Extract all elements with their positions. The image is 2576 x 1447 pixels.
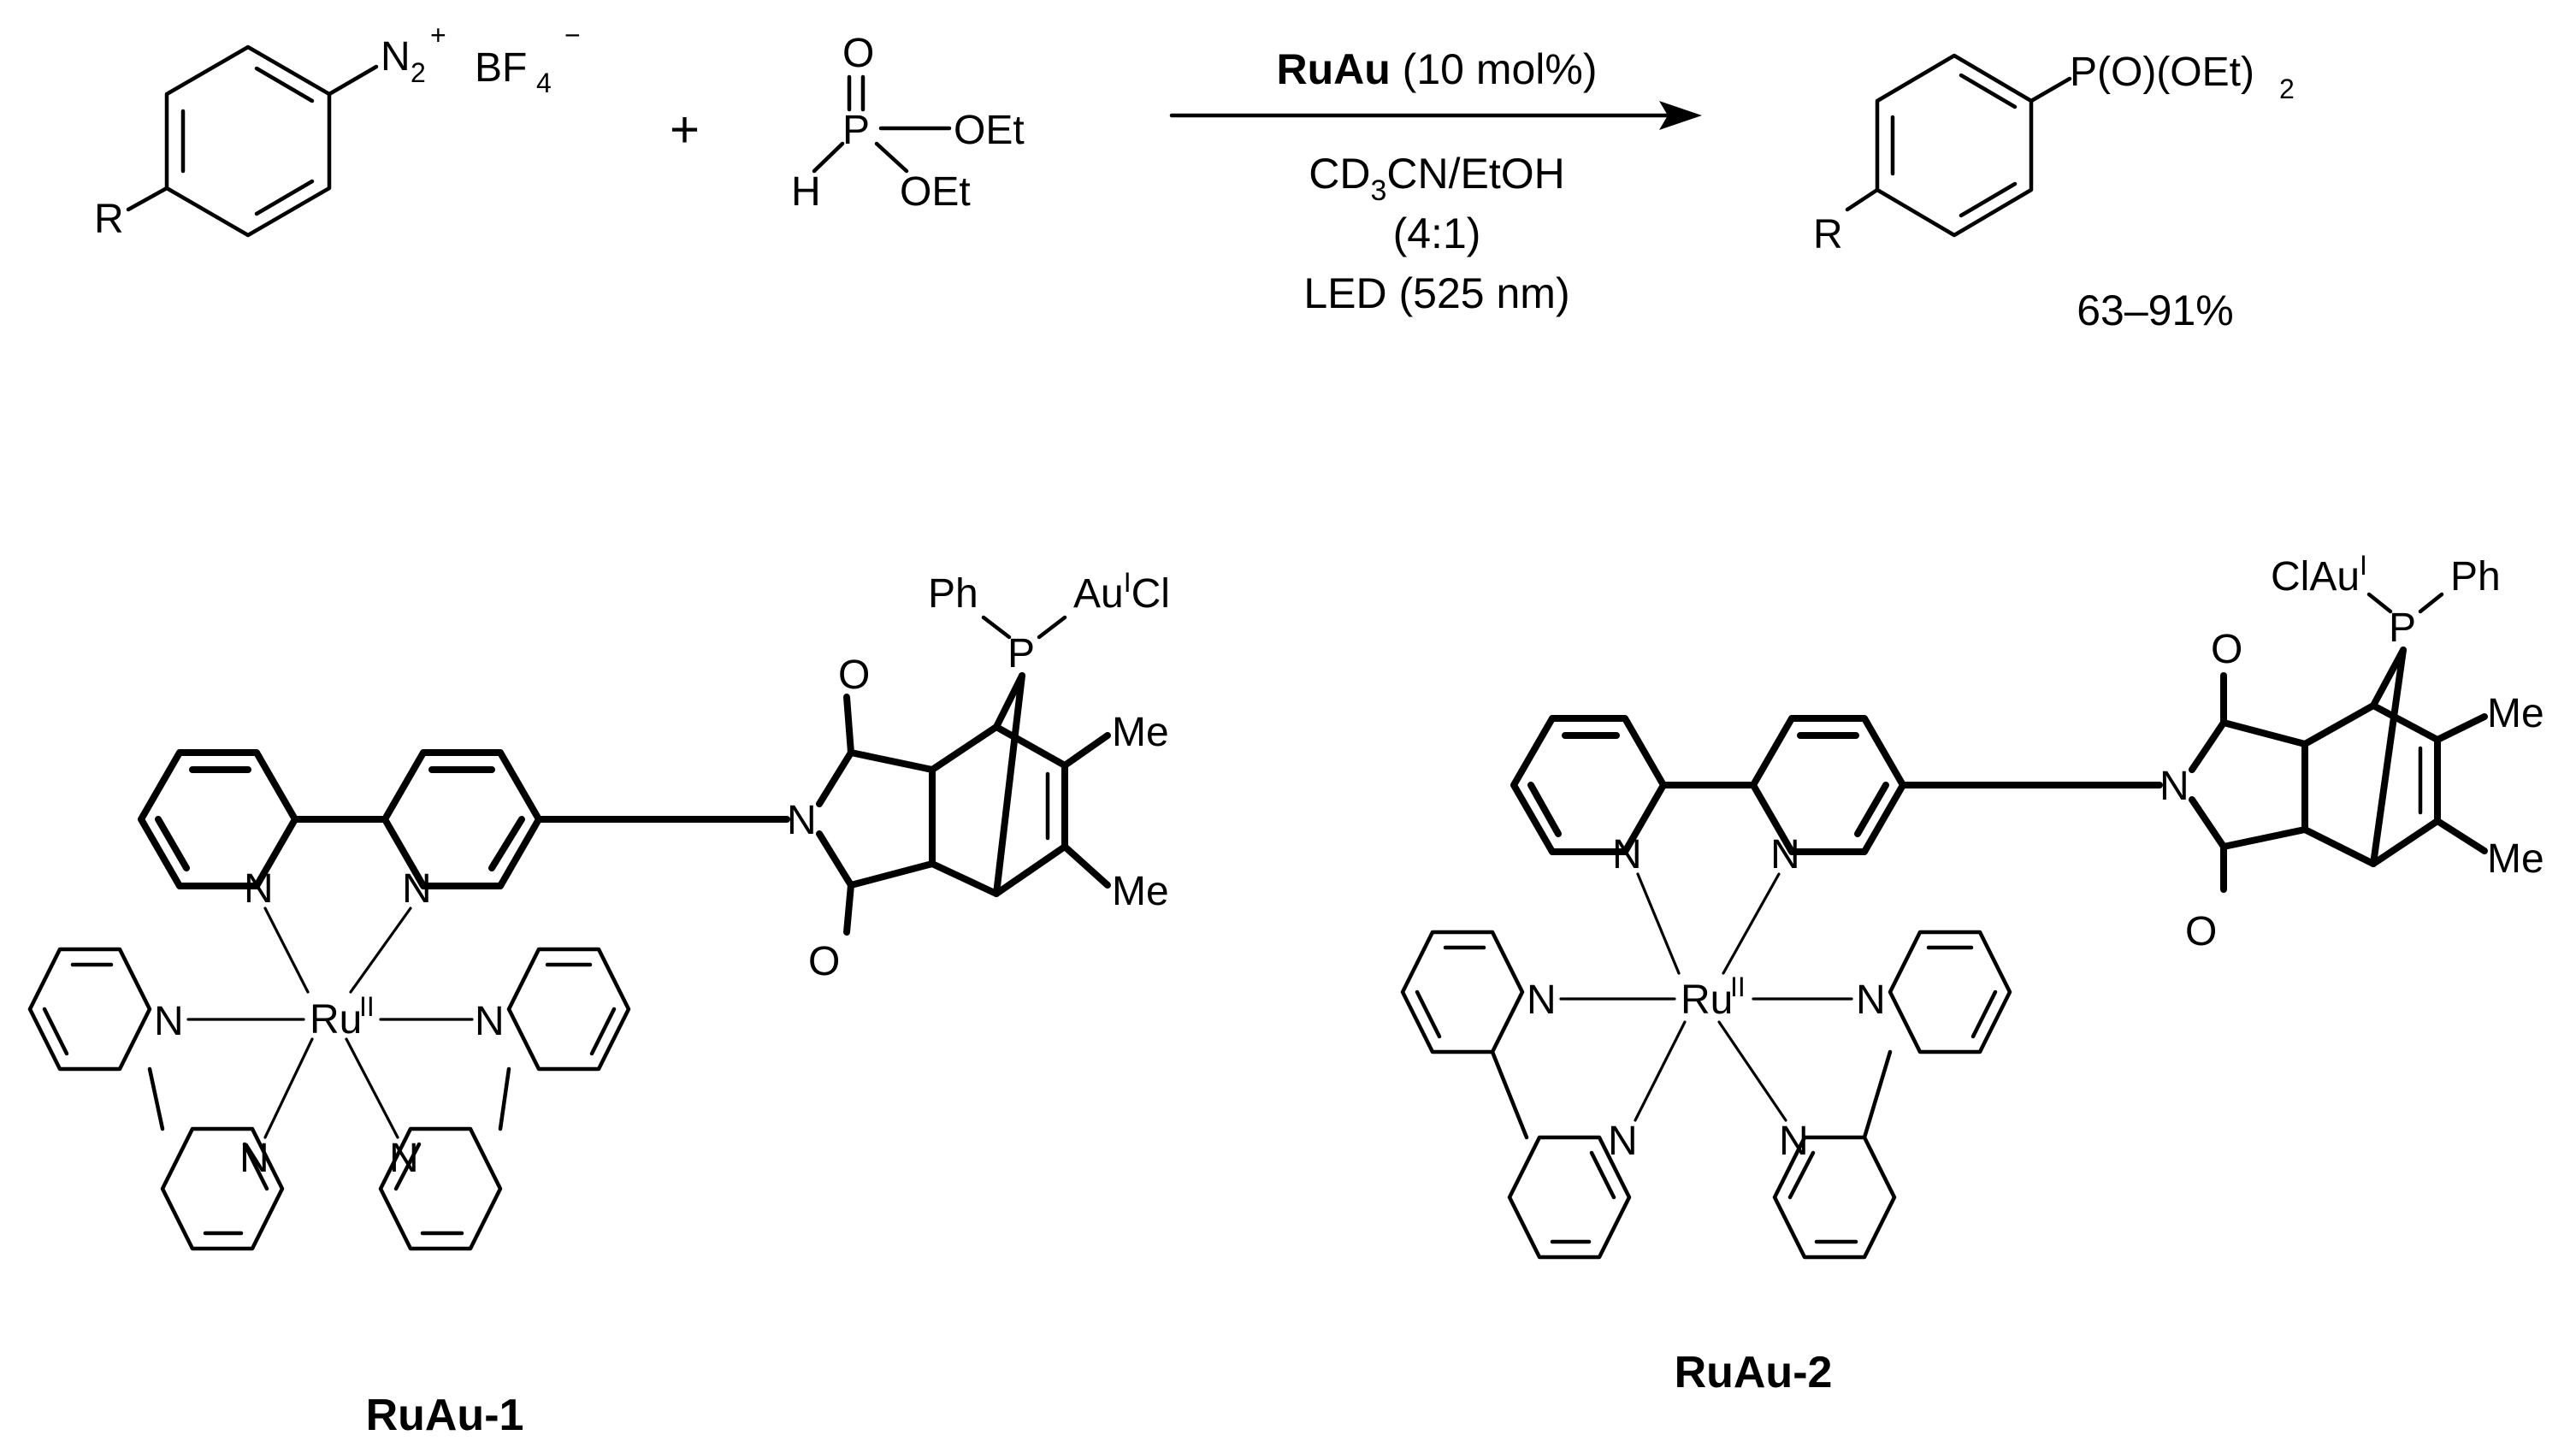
- bpy4-n-a: N: [1612, 832, 1642, 877]
- product-substituent-r: R: [1813, 212, 1843, 257]
- carbonyl-o-top-1: O: [838, 653, 870, 698]
- bpy4-n-b: N: [1770, 832, 1800, 877]
- ru-center-1: Ru: [310, 997, 362, 1042]
- counterion-bf: BF: [475, 45, 527, 91]
- catalyst-label-2: RuAu-2: [1675, 1348, 1833, 1397]
- counterion-charge: −: [564, 20, 581, 50]
- gold-chloride-2: ClAuI: [2271, 550, 2367, 599]
- plus-sign: +: [670, 101, 700, 158]
- phosphite-h: H: [791, 169, 821, 215]
- methyl-1a: Me: [1112, 710, 1169, 755]
- imide-n-1: N: [787, 798, 817, 843]
- ru-oxidation-2: II: [1730, 972, 1746, 1002]
- diazonium-n: N: [381, 34, 411, 80]
- phosphine-p-2: P: [2389, 605, 2416, 651]
- solvent-condition: CD3CN/EtOH: [1309, 150, 1565, 207]
- bpy1-n-a: N: [244, 866, 274, 912]
- bpy5-n-a: N: [1527, 977, 1557, 1023]
- catalyst-label-1: RuAu-1: [366, 1391, 524, 1440]
- methyl-1b: Me: [1112, 869, 1169, 914]
- carbonyl-o-bottom-1: O: [808, 939, 840, 984]
- carbonyl-o-bottom-2: O: [2185, 909, 2217, 954]
- light-condition: LED (525 nm): [1303, 269, 1569, 317]
- reaction-arrow-group: RuAu (10 mol%) CD3CN/EtOH (4:1) LED (525…: [1169, 45, 1702, 317]
- bpy2-n-a: N: [154, 999, 184, 1044]
- bpy6-n-b: N: [1779, 1119, 1809, 1164]
- bpy2-n-b: N: [239, 1136, 269, 1181]
- phosphonate-group: P(O)(OEt): [2070, 50, 2254, 95]
- reactant-diethylphosphite: O P H OEt OEt: [791, 31, 1025, 215]
- catalyst-ruau-1: Ru II N N N N N N: [27, 567, 1170, 1440]
- catalyst-ruau-2: Ru II N N N N N N: [1400, 550, 2544, 1397]
- imide-n-2: N: [2159, 764, 2189, 809]
- phosphite-oxygen: O: [842, 31, 874, 76]
- bpy6-n-a: N: [1856, 977, 1886, 1023]
- ethoxy-1: OEt: [954, 108, 1025, 153]
- ru-oxidation-1: II: [359, 991, 375, 1022]
- bpy1-n-b: N: [402, 866, 432, 912]
- arrow-head: [1659, 101, 1702, 130]
- bpy3-n-b: N: [389, 1136, 419, 1181]
- bpy3-n-a: N: [475, 999, 505, 1044]
- product-yield: 63–91%: [2077, 286, 2234, 334]
- diazonium-charge: +: [430, 20, 446, 50]
- catalyst-condition: RuAu (10 mol%): [1276, 45, 1597, 93]
- gold-chloride-1: AuICl: [1073, 567, 1170, 617]
- phenyl-1: Ph: [928, 571, 978, 617]
- product-arylphosphonate: R P(O)(OEt) 2 63–91%: [1813, 50, 2295, 334]
- phosphite-p: P: [842, 108, 870, 153]
- phosphine-p-1: P: [1007, 631, 1035, 676]
- ethoxy-2: OEt: [900, 169, 971, 215]
- ratio-condition: (4:1): [1393, 210, 1481, 257]
- ru-center-2: Ru: [1681, 977, 1733, 1023]
- bpy5-n-b: N: [1608, 1119, 1638, 1164]
- carbonyl-o-top-2: O: [2211, 627, 2242, 672]
- counterion-subscript: 4: [536, 68, 552, 98]
- methyl-2b: Me: [2487, 836, 2544, 882]
- reactant-aryldiazonium: R N 2 + BF 4 −: [94, 20, 581, 242]
- diazonium-subscript: 2: [411, 57, 426, 88]
- methyl-2a: Me: [2487, 691, 2544, 736]
- phenyl-2: Ph: [2450, 554, 2501, 599]
- substituent-r: R: [94, 197, 124, 242]
- phosphonate-subscript: 2: [2279, 74, 2295, 104]
